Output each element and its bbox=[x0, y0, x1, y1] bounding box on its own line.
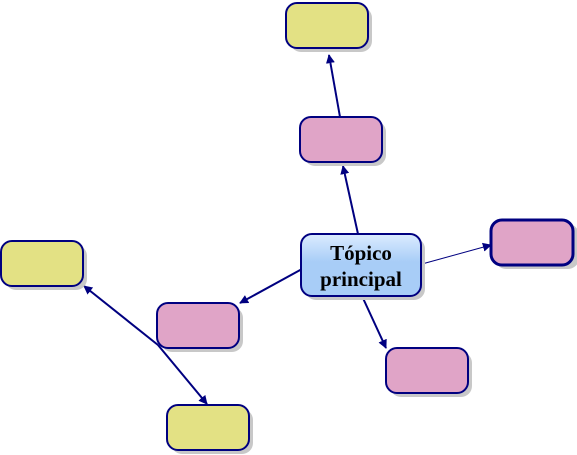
connector-main-to-sub-left bbox=[239, 268, 303, 304]
main-topic-box[interactable] bbox=[300, 233, 422, 297]
connector-sub-left-to-leaf-left-top bbox=[83, 285, 159, 346]
secondary-node-top[interactable] bbox=[299, 116, 383, 163]
secondary-node-right[interactable] bbox=[489, 218, 575, 267]
connector-sub-left-to-leaf-left-bottom bbox=[157, 344, 208, 405]
main-topic-node[interactable]: Tópico principal bbox=[300, 233, 422, 297]
connector-sub-top-to-leaf-top bbox=[325, 54, 341, 118]
secondary-node-bottom[interactable] bbox=[385, 347, 469, 394]
main-topic-label-line2: principal bbox=[320, 267, 402, 291]
connector-main-to-sub-top bbox=[340, 165, 359, 235]
leaf-node-left-top[interactable] bbox=[0, 240, 84, 287]
connectors bbox=[83, 54, 492, 405]
leaf-node-left-bottom[interactable] bbox=[166, 404, 250, 451]
secondary-node-left[interactable] bbox=[156, 302, 240, 349]
leaf-node-top[interactable] bbox=[285, 2, 369, 49]
connector-main-to-sub-bottom bbox=[361, 295, 387, 349]
main-topic-label-line1: Tópico bbox=[330, 241, 392, 265]
connector-main-to-sub-right bbox=[421, 242, 492, 265]
